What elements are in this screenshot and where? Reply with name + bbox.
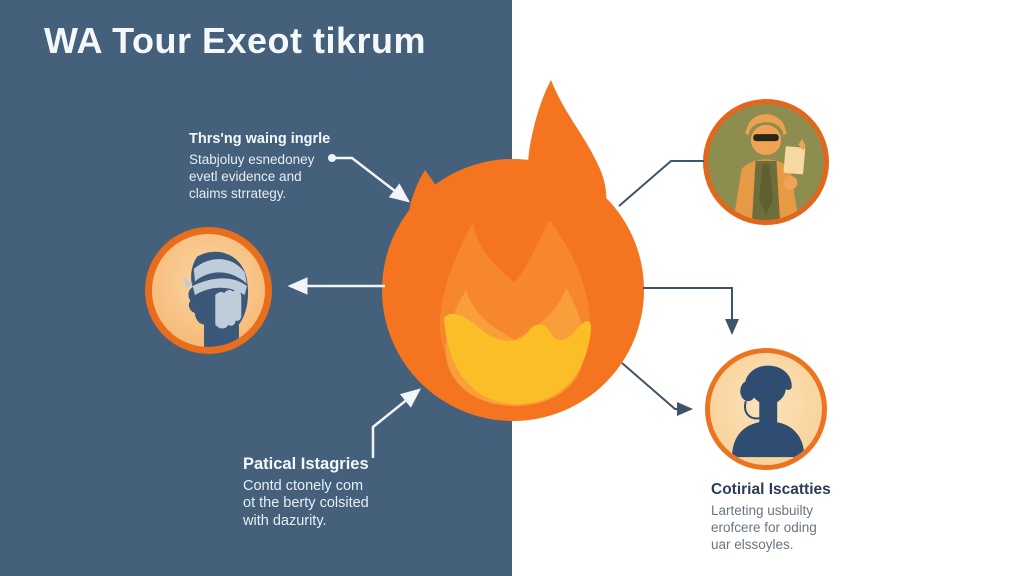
callout-line: claims strrategy.: [189, 186, 287, 201]
flame-icon: [382, 80, 644, 421]
head-injury-circle: [145, 227, 272, 354]
callout-line: with dazurity.: [243, 512, 327, 529]
investigator-circle: [703, 99, 829, 225]
support-agent-circle: [705, 348, 827, 470]
callout-line: erofcere for oding: [711, 520, 817, 535]
callout-line: Larteting usbuilty: [711, 503, 814, 518]
investigator-with-evidence-icon: [733, 114, 806, 220]
callout-bottom-left: Patical Istagries Contd ctonely com ot t…: [243, 455, 433, 530]
callout-line: uar elssoyles.: [711, 537, 794, 552]
callout-heading: Cotirial Iscatties: [711, 481, 831, 498]
bandaged-head-icon: [183, 251, 249, 347]
callout-line: evetl evidence and: [189, 169, 302, 184]
callout-top-left: Thrs'ng waing ingrle Stabjoluy esnedoney…: [189, 131, 359, 202]
callout-heading: Patical Istagries: [243, 455, 369, 473]
headset-agent-icon: [732, 365, 805, 458]
callout-line: Contd ctonely com: [243, 477, 364, 494]
callout-heading: Thrs'ng waing ingrle: [189, 131, 331, 147]
callout-bottom-right: Cotirial Iscatties Larteting usbuilty er…: [711, 481, 901, 553]
callout-line: Stabjoluy esnedoney: [189, 152, 315, 167]
callout-line: ot the berty colsited: [243, 495, 369, 511]
page-title: WA Tour Exeot tikrum: [44, 20, 427, 61]
